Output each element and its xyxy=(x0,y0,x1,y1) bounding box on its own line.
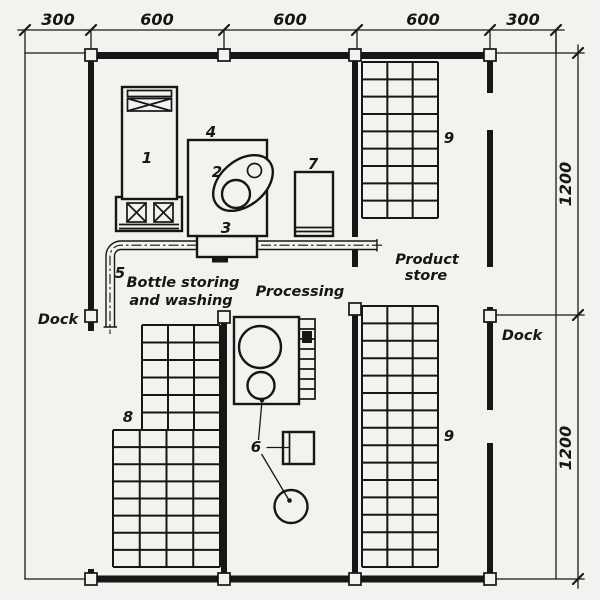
machine-1-washer xyxy=(114,85,184,233)
callout-4: 4 xyxy=(205,123,216,141)
rack-grid-lines xyxy=(112,429,221,568)
label-bottle-storing-line2: and washing xyxy=(129,293,232,309)
machine-6a-small-vat xyxy=(246,370,276,401)
dim-top-600-3: 600 xyxy=(406,10,439,29)
column xyxy=(84,309,98,323)
conveyor-end-caps xyxy=(103,239,378,328)
pallet-rack-8-upper xyxy=(141,324,221,431)
callout-6-leaders xyxy=(257,400,291,502)
leader-dot xyxy=(259,397,265,403)
label-bottle-storing-line1: Bottle storing xyxy=(126,275,239,291)
conveyor-centerline xyxy=(109,244,382,334)
callout-8: 8 xyxy=(123,408,133,426)
label-processing: Processing xyxy=(256,284,345,300)
table-4-and-machine-2 xyxy=(186,138,274,238)
pallet-rack-9-lower xyxy=(361,305,439,568)
conveyor-outer-edge xyxy=(105,240,377,327)
column xyxy=(348,48,362,62)
conveyor-inner-edge xyxy=(113,248,377,327)
machine-1-crate-left xyxy=(126,202,147,223)
machine-1-x-bar xyxy=(126,97,173,112)
machine-7 xyxy=(293,170,335,238)
rack-grid-lines xyxy=(141,324,221,431)
conveyor-unit-3-tab xyxy=(212,257,228,263)
machine-1-crate-right xyxy=(153,202,174,223)
rack-grid-lines xyxy=(361,305,439,568)
column xyxy=(217,572,231,586)
machine-1-x-bar-cross xyxy=(127,97,172,112)
callout-9-lower: 9 xyxy=(444,427,454,445)
column xyxy=(84,572,98,586)
label-product-store-line2: store xyxy=(405,268,448,284)
machine-6a-marker xyxy=(302,331,312,343)
dim-top-600-1: 600 xyxy=(140,10,173,29)
structural-columns xyxy=(84,48,497,586)
callout-9-upper: 9 xyxy=(444,129,454,147)
callout-6: 6 xyxy=(251,438,261,456)
leader-dot xyxy=(287,498,292,503)
dim-top-300-left: 300 xyxy=(41,10,74,29)
machine-1-tray xyxy=(114,195,184,233)
callout-7: 7 xyxy=(308,155,319,173)
column xyxy=(217,48,231,62)
dim-top-600-2: 600 xyxy=(273,10,306,29)
machine-1-tray-lines xyxy=(119,223,179,230)
machine-1-body xyxy=(120,85,179,201)
room-labels: Bottle storing and washing Processing Pr… xyxy=(38,252,544,344)
callout-2: 2 xyxy=(212,163,222,181)
conveyor-unit-3 xyxy=(195,234,259,259)
top-extension-risers xyxy=(90,29,557,54)
pallet-rack-9-upper xyxy=(361,61,439,219)
machine-1-top-bar xyxy=(126,89,173,98)
dim-right-1200-upper: 1200 xyxy=(556,162,575,207)
machine-1-crate-right-x xyxy=(153,202,174,223)
callout-1: 1 xyxy=(142,149,152,167)
dimension-lines: 300 600 600 600 300 1200 1200 xyxy=(17,10,585,589)
label-dock-right: Dock xyxy=(502,328,544,344)
machine-1-crate-left-x xyxy=(126,202,147,223)
dim-right-1200-lower: 1200 xyxy=(556,426,575,471)
right-dimension-ticks xyxy=(571,46,585,586)
column xyxy=(84,48,98,62)
top-dimension-ticks xyxy=(18,23,563,37)
column xyxy=(348,302,362,316)
building-walls xyxy=(88,52,493,583)
column xyxy=(483,572,497,586)
column xyxy=(483,48,497,62)
dim-top-300-right: 300 xyxy=(506,10,539,29)
machine-2-small-drum xyxy=(246,162,263,179)
callout-3: 3 xyxy=(221,219,231,237)
callout-5: 5 xyxy=(115,264,125,282)
callout-numbers: 1 2 3 4 5 6 7 8 9 9 xyxy=(115,123,454,456)
column xyxy=(348,572,362,586)
machine-2-big-drum xyxy=(220,178,252,210)
column xyxy=(483,309,497,323)
machine-7-base-lines xyxy=(295,226,333,233)
rack-grid-lines xyxy=(361,61,439,219)
conveyor-line xyxy=(103,234,382,334)
machine-7-body xyxy=(293,170,335,238)
column xyxy=(217,310,231,324)
processing-machines-6 xyxy=(232,315,316,525)
machine-6a-big-vat xyxy=(237,324,283,370)
pallet-rack-8-lower xyxy=(112,429,221,568)
machine-6c-tank xyxy=(273,488,309,525)
label-dock-left: Dock xyxy=(38,312,80,328)
label-product-store-line1: Product xyxy=(395,252,460,268)
